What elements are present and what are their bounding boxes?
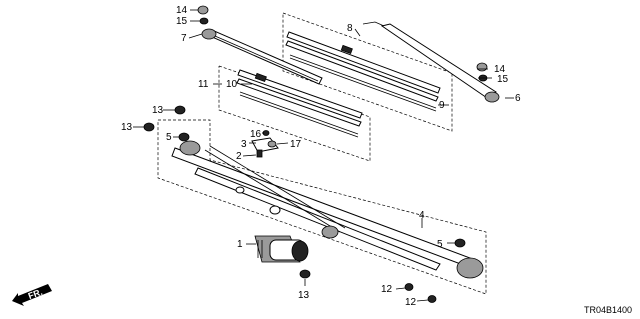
callout-13-top: 13 bbox=[152, 105, 164, 116]
callout-14-left: 14 bbox=[176, 5, 188, 16]
callout-2: 2 bbox=[236, 151, 242, 162]
callout-15-right: 15 bbox=[497, 74, 509, 85]
fastener-13c bbox=[299, 269, 311, 279]
diagram-code: TR04B1400 bbox=[584, 305, 632, 315]
blade-box-right bbox=[282, 12, 453, 132]
callout-7: 7 bbox=[181, 33, 187, 44]
wiper-motor bbox=[254, 235, 309, 263]
wiper-linkage bbox=[171, 140, 484, 279]
linkage-box bbox=[157, 119, 487, 295]
leader-lines bbox=[133, 9, 514, 302]
callout-10: 10 bbox=[226, 79, 238, 90]
front-arrow: FR. bbox=[12, 284, 52, 306]
callout-4: 4 bbox=[419, 210, 425, 221]
cap-nut-left bbox=[197, 5, 209, 25]
callout-8: 8 bbox=[347, 23, 353, 34]
fastener-5b bbox=[454, 238, 466, 248]
callout-5-left: 5 bbox=[166, 132, 172, 143]
fastener-12b bbox=[427, 295, 437, 303]
fastener-13b bbox=[143, 122, 155, 132]
blade-refill-left bbox=[239, 91, 359, 138]
callout-11: 11 bbox=[198, 79, 209, 90]
wiper-arm-right bbox=[362, 21, 500, 103]
callout-12-upper: 12 bbox=[381, 284, 393, 295]
callout-9: 9 bbox=[439, 100, 445, 111]
fastener-5a bbox=[178, 132, 190, 142]
callout-1: 1 bbox=[237, 239, 243, 250]
callout-12-lower: 12 bbox=[405, 297, 417, 308]
callout-14-right: 14 bbox=[494, 64, 506, 75]
front-arrow-label: FR. bbox=[27, 287, 44, 301]
callout-16: 16 bbox=[250, 129, 262, 140]
callout-5-right: 5 bbox=[437, 239, 443, 250]
callout-15-left: 15 bbox=[176, 16, 188, 27]
wiper-blade-right bbox=[285, 31, 441, 102]
callout-6: 6 bbox=[515, 93, 521, 104]
wiper-arm-left bbox=[201, 28, 323, 85]
callout-13-bottom: 13 bbox=[298, 290, 310, 301]
callout-13-left: 13 bbox=[121, 122, 133, 133]
bolt-2 bbox=[256, 149, 263, 158]
callout-3: 3 bbox=[241, 139, 247, 150]
fastener-12a bbox=[404, 283, 414, 291]
fastener-13a bbox=[174, 105, 186, 115]
wiper-blade-left bbox=[236, 69, 363, 127]
callout-17: 17 bbox=[290, 139, 302, 150]
blade-refill-right bbox=[289, 54, 437, 112]
